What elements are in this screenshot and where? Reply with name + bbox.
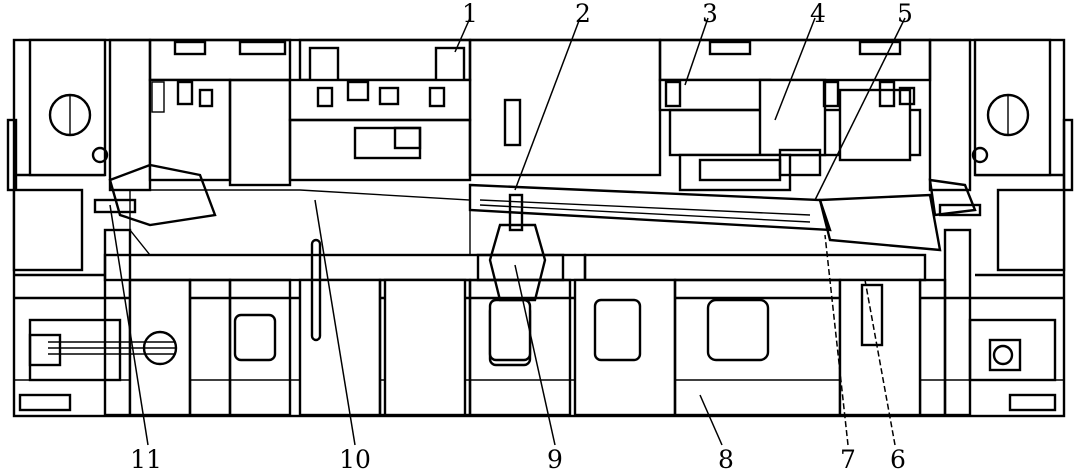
callout-4: 4 bbox=[810, 0, 826, 28]
right-side-block bbox=[918, 38, 1066, 417]
part-cavity bbox=[93, 163, 982, 256]
callout-6: 6 bbox=[890, 445, 906, 472]
callout-7: 7 bbox=[840, 445, 856, 472]
callout-2: 2 bbox=[575, 0, 591, 28]
callout-11: 11 bbox=[130, 445, 162, 472]
upper-cavity-plate bbox=[148, 78, 922, 192]
callout-labels: 1 2 3 4 5 6 7 8 9 10 11 bbox=[130, 0, 913, 472]
left-ejector-pin bbox=[48, 330, 178, 366]
sprue-bushing bbox=[476, 193, 565, 302]
callout-5: 5 bbox=[897, 0, 913, 28]
callout-1: 1 bbox=[462, 0, 478, 28]
callout-3: 3 bbox=[702, 0, 718, 28]
callout-leaders bbox=[109, 17, 906, 446]
callout-10: 10 bbox=[339, 445, 371, 472]
callout-8: 8 bbox=[718, 445, 734, 472]
callout-9: 9 bbox=[547, 445, 563, 472]
lower-core-plate bbox=[103, 238, 927, 417]
